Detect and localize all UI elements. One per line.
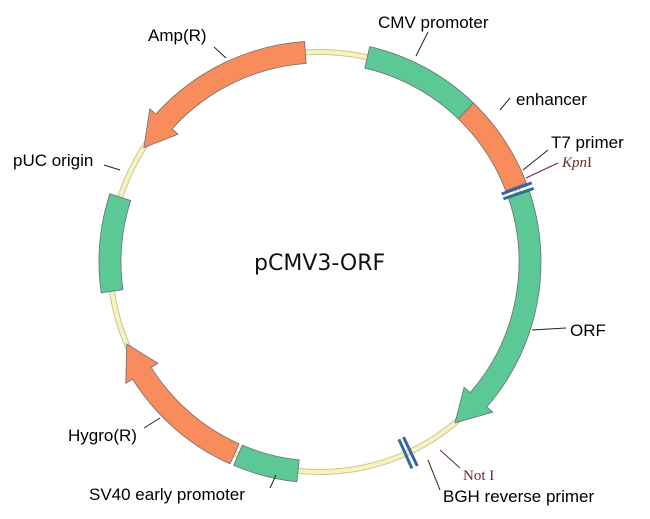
leader-line	[499, 97, 511, 111]
label-kpni: KpnI	[561, 155, 592, 171]
label-cmv-promoter: CMV promoter	[378, 13, 489, 32]
label-hygro-r: Hygro(R)	[68, 426, 137, 445]
feature-arcs	[98, 41, 542, 483]
feature-puc-origin	[98, 193, 132, 294]
label-enhancer: enhancer	[516, 90, 587, 109]
leader-line	[269, 474, 277, 489]
site-mark	[502, 187, 535, 201]
feature-amp-r	[143, 41, 307, 149]
label-amp-r: Amp(R)	[148, 26, 207, 45]
label-bgh-reverse-primer: BGH reverse primer	[443, 487, 594, 506]
label-orf: ORF	[570, 321, 606, 340]
leader-line	[103, 164, 121, 171]
feature-hygro-r	[125, 343, 240, 465]
leader-line	[531, 327, 567, 331]
leader-line	[427, 459, 441, 491]
site-mark	[501, 181, 533, 196]
leader-line	[415, 31, 429, 57]
label-puc-origin: pUC origin	[13, 151, 93, 170]
restriction-site-marks	[397, 181, 535, 470]
feature-sv40-early-promoter	[233, 444, 300, 483]
leader-line	[213, 46, 227, 59]
site-mark	[402, 436, 419, 467]
label-not-i: Not I	[463, 468, 494, 484]
feature-enhancer	[457, 102, 527, 192]
feature-orf	[454, 189, 542, 424]
feature-cmv-promoter	[364, 46, 475, 120]
leader-line	[522, 149, 549, 171]
leader-line	[525, 162, 559, 179]
label-leader-lines	[103, 31, 567, 491]
label-sv40-early-promoter: SV40 early promoter	[89, 485, 245, 504]
plasmid-name: pCMV3-ORF	[254, 251, 385, 276]
label-t7-primer: T7 primer	[551, 133, 624, 152]
leader-line	[143, 417, 161, 429]
site-mark	[397, 438, 414, 470]
leader-line	[439, 449, 461, 469]
